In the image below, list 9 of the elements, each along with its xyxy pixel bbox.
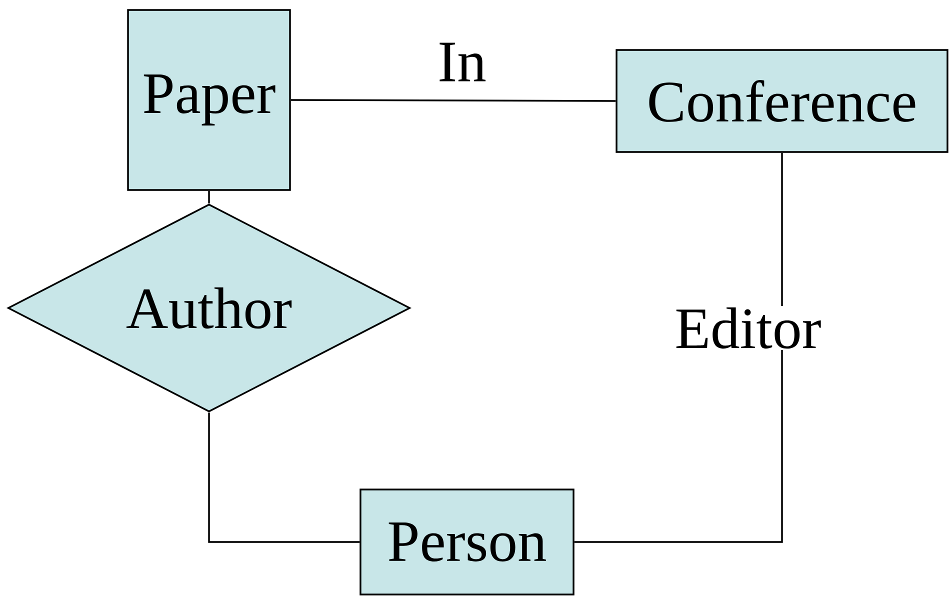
edge-label: Editor [673,306,823,350]
entity-box: Conference [616,49,948,153]
connector-line [574,152,783,543]
entity-box: Paper [127,9,291,191]
entity-box: Person [360,488,574,596]
connector-line [208,412,360,543]
edge-label: In [436,41,488,83]
connector-line [208,190,210,204]
connector-line [290,99,616,102]
